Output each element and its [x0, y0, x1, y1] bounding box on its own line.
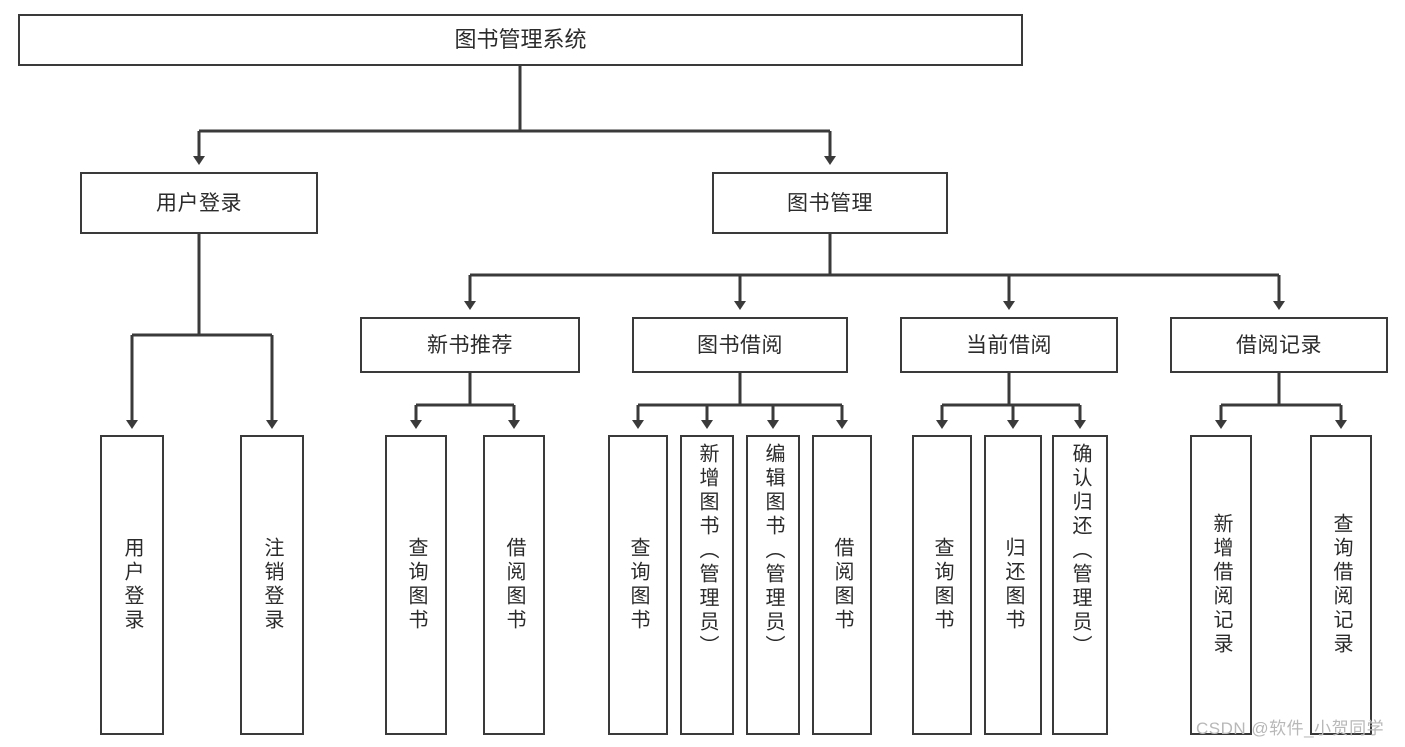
node-book-management[interactable]: 图书管理 — [712, 172, 948, 234]
leaf-node[interactable]: 借阅图书 — [483, 435, 545, 735]
leaf-label: 新增图书（管理员） — [696, 443, 718, 659]
leaf-label: 编辑图书（管理员） — [762, 443, 784, 659]
leaf-node[interactable]: 编辑图书（管理员） — [746, 435, 800, 735]
leaf-node[interactable]: 注销登录 — [240, 435, 304, 735]
watermark: CSDN @软件_小贺同学 — [1196, 719, 1385, 738]
leaf-label: 借阅图书 — [503, 537, 525, 633]
leaf-label: 查询图书 — [405, 537, 427, 633]
node-new-book-recommend[interactable]: 新书推荐 — [360, 317, 580, 373]
leaf-label: 归还图书 — [1002, 537, 1024, 633]
leaf-label: 借阅图书 — [831, 537, 853, 633]
leaf-label: 注销登录 — [261, 537, 283, 633]
leaf-label: 查询借阅记录 — [1330, 513, 1352, 657]
leaf-label: 查询图书 — [931, 537, 953, 633]
node-root-system[interactable]: 图书管理系统 — [18, 14, 1023, 66]
leaf-node[interactable]: 查询图书 — [912, 435, 972, 735]
leaf-node[interactable]: 确认归还（管理员） — [1052, 435, 1108, 735]
node-current-borrow[interactable]: 当前借阅 — [900, 317, 1118, 373]
node-book-borrow[interactable]: 图书借阅 — [632, 317, 848, 373]
leaf-label: 新增借阅记录 — [1210, 513, 1232, 657]
leaf-node[interactable]: 查询借阅记录 — [1310, 435, 1372, 735]
leaf-label: 查询图书 — [627, 537, 649, 633]
leaf-node[interactable]: 借阅图书 — [812, 435, 872, 735]
node-borrow-record[interactable]: 借阅记录 — [1170, 317, 1388, 373]
leaf-node[interactable]: 查询图书 — [385, 435, 447, 735]
leaf-node[interactable]: 查询图书 — [608, 435, 668, 735]
node-user-login[interactable]: 用户登录 — [80, 172, 318, 234]
leaf-label: 确认归还（管理员） — [1069, 443, 1091, 659]
leaf-node[interactable]: 用户登录 — [100, 435, 164, 735]
leaf-node[interactable]: 归还图书 — [984, 435, 1042, 735]
leaf-node[interactable]: 新增借阅记录 — [1190, 435, 1252, 735]
leaf-node[interactable]: 新增图书（管理员） — [680, 435, 734, 735]
leaf-label: 用户登录 — [121, 537, 143, 633]
